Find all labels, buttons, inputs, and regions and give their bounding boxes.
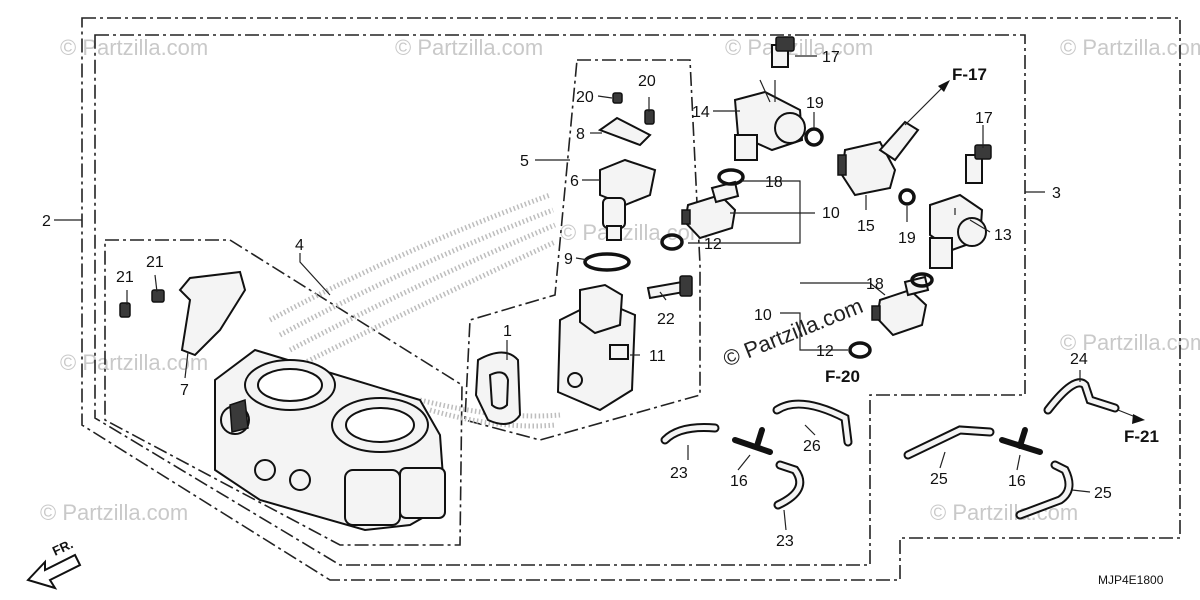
callout-3: 3 <box>1052 185 1061 202</box>
f17-arrowhead <box>938 80 950 92</box>
diagram-code: MJP4E1800 <box>1098 573 1164 587</box>
idle-air-control-body <box>556 283 637 412</box>
callout-2: 2 <box>42 213 51 230</box>
sensor-group-outline <box>464 59 701 441</box>
hose <box>1043 378 1120 415</box>
callout-25: 25 <box>1094 485 1112 502</box>
hose <box>1015 460 1074 520</box>
callout-16: 16 <box>730 473 748 490</box>
assembly-outline <box>81 17 1181 581</box>
center-watermark: © Partzilla.com <box>720 293 867 372</box>
callout-6: 6 <box>570 173 579 190</box>
screw <box>151 289 165 303</box>
callout-17: 17 <box>822 49 840 66</box>
leader-lines <box>54 55 1091 531</box>
callout-19: 19 <box>806 95 824 112</box>
throttle-body-outline <box>94 34 1026 566</box>
watermark: © Partzilla.com <box>60 35 208 60</box>
bolt <box>646 275 693 300</box>
screw <box>644 109 655 125</box>
callout-22: 22 <box>657 311 675 328</box>
callout-23: 23 <box>776 533 794 550</box>
callout-4: 4 <box>295 237 304 254</box>
bolt <box>771 36 795 68</box>
callout-18: 18 <box>866 276 884 293</box>
watermark: © Partzilla.com <box>60 350 208 375</box>
seal-ring <box>660 233 684 251</box>
callout-7: 7 <box>180 382 189 399</box>
t-joint <box>732 427 773 455</box>
callout-10: 10 <box>754 307 772 324</box>
callout-20: 20 <box>638 73 656 90</box>
callout-18: 18 <box>765 174 783 191</box>
callout-23: 23 <box>670 465 688 482</box>
callout-24: 24 <box>1070 351 1088 368</box>
callout-20: 20 <box>576 89 594 106</box>
callout-15: 15 <box>857 218 875 235</box>
callout-17: 17 <box>975 110 993 127</box>
o-ring <box>910 272 934 288</box>
callout-21: 21 <box>146 254 164 271</box>
callout-12: 12 <box>704 236 722 253</box>
callout-10: 10 <box>822 205 840 222</box>
o-ring <box>804 127 824 147</box>
gasket <box>474 351 522 425</box>
t-joint <box>999 427 1043 455</box>
callout-12: 12 <box>816 343 834 360</box>
watermark: © Partzilla.com <box>1060 330 1200 355</box>
callout-16: 16 <box>1008 473 1026 490</box>
callout-14: 14 <box>692 104 710 121</box>
callout-11: 11 <box>649 348 666 365</box>
callout-labels: 2 3 4 5 6 7 8 9 10 10 11 12 12 13 14 15 … <box>42 49 1112 550</box>
callout-1: 1 <box>503 323 512 340</box>
watermark: © Partzilla.com <box>395 35 543 60</box>
callout-5: 5 <box>520 153 529 170</box>
bolt <box>965 144 992 184</box>
hose <box>903 425 995 460</box>
sensor-plate <box>597 116 652 147</box>
screw <box>119 302 131 318</box>
ref-f21: F-21 <box>1124 427 1159 446</box>
front-direction-arrow <box>26 553 82 590</box>
hose <box>772 399 853 447</box>
callout-21: 21 <box>116 269 134 286</box>
front-label: FR. <box>50 536 75 558</box>
seal-ring <box>848 341 872 359</box>
o-ring <box>717 168 745 186</box>
screw <box>612 92 623 104</box>
o-ring <box>898 188 916 206</box>
throttle-body <box>214 348 447 532</box>
watermark: © Partzilla.com <box>40 500 188 525</box>
o-ring <box>583 252 631 272</box>
f21-arrowhead <box>1132 414 1145 424</box>
callout-26: 26 <box>803 438 821 455</box>
callout-25: 25 <box>930 471 948 488</box>
watermark: © Partzilla.com <box>1060 35 1200 60</box>
f17-arrow <box>904 84 946 126</box>
fuel-feed-pipe <box>837 120 920 197</box>
ref-f20: F-20 <box>825 367 860 386</box>
fuel-rail-joint <box>733 90 806 161</box>
callout-19: 19 <box>898 230 916 247</box>
callout-13: 13 <box>994 227 1012 244</box>
ref-f17: F-17 <box>952 65 987 84</box>
map-sensor <box>599 158 657 241</box>
bracket <box>178 270 247 357</box>
hose <box>660 423 720 445</box>
fuel-injector <box>681 180 740 240</box>
callout-9: 9 <box>564 251 573 268</box>
hose <box>773 460 805 510</box>
fuel-rail-joint <box>929 193 987 269</box>
callout-8: 8 <box>576 126 585 143</box>
body-subgroup-outline <box>104 239 463 546</box>
